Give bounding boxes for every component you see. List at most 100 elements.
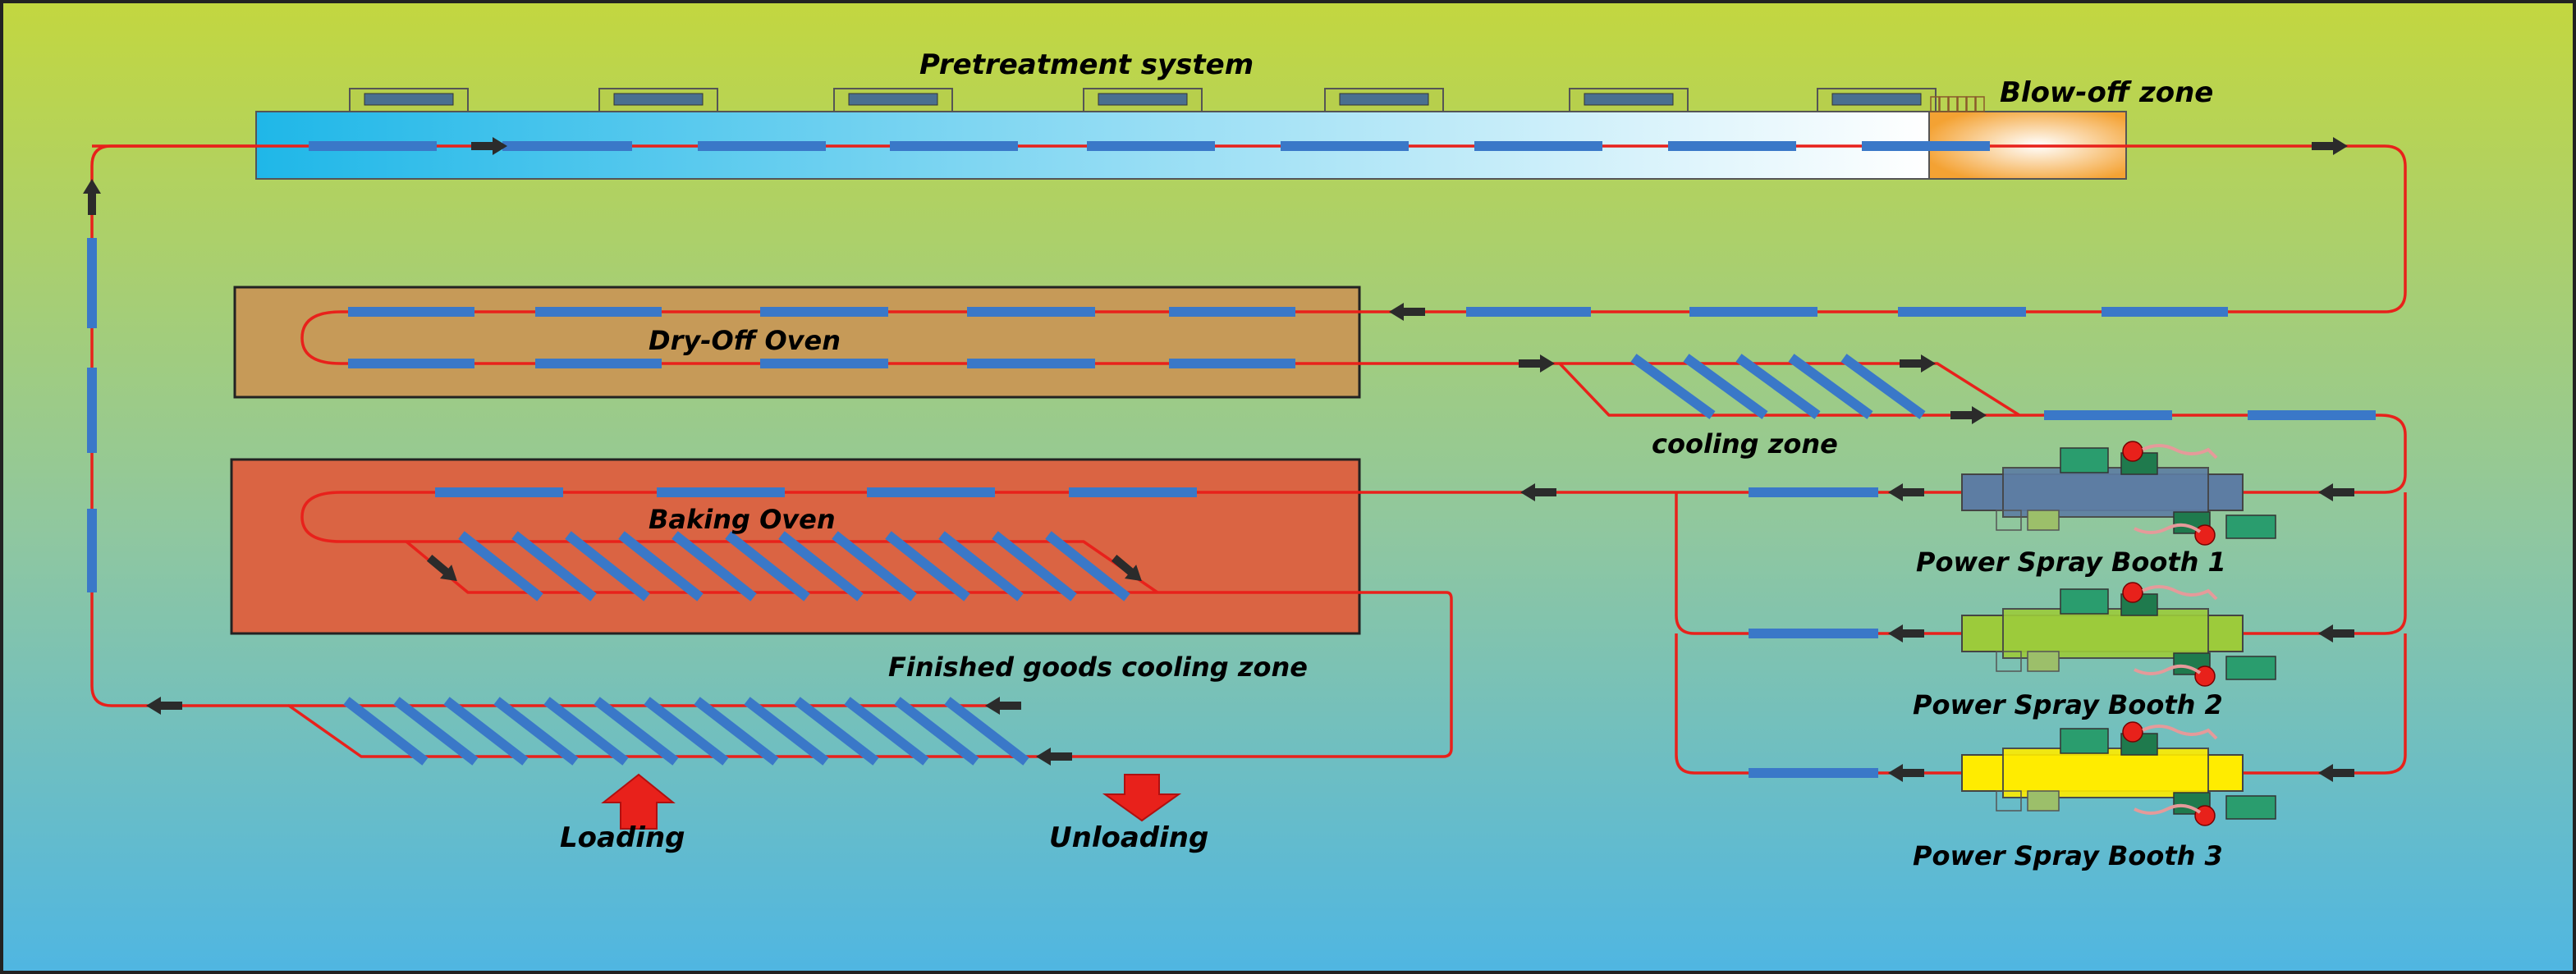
hanger-bar	[1630, 354, 1716, 419]
flow-arrow-shape	[1888, 764, 1924, 782]
flow-arrow-icon	[1900, 354, 1936, 373]
hanger-bar	[644, 697, 729, 766]
flow-arrow-icon	[1520, 483, 1556, 501]
flow-arrow-icon	[146, 697, 182, 715]
booth-grille	[1996, 510, 2022, 531]
flow-arrow-shape	[1888, 483, 1924, 501]
flow-arrow-icon	[2318, 764, 2354, 782]
hanger-bar	[1840, 354, 1926, 419]
powder-hose	[2134, 803, 2202, 815]
flow-arrow-icon	[426, 555, 457, 582]
booth-cabin	[2002, 467, 2209, 518]
powder-feed-unit	[2225, 514, 2276, 539]
powder-hose	[2134, 664, 2202, 675]
powder-feed-unit	[2060, 588, 2109, 615]
blow-off-grille-cell	[1957, 96, 1967, 112]
hanger-bar	[1683, 354, 1768, 419]
hanger-bar	[393, 697, 479, 766]
flow-arrow-shape	[2318, 764, 2354, 782]
flow-arrow-icon	[1111, 555, 1142, 582]
hanger-bar	[992, 531, 1077, 601]
flow-arrow-icon	[1888, 764, 1924, 782]
conveyor-cooling-upper	[1560, 362, 2020, 417]
exhaust-hood-vent	[613, 93, 704, 106]
flow-arrow-icon	[1519, 354, 1555, 373]
hanger-bar	[744, 697, 829, 766]
exhaust-hood-vent	[1584, 93, 1674, 106]
blow-off-grille	[1930, 96, 1985, 112]
exhaust-hood-vent	[1339, 93, 1429, 106]
powder-hose	[2142, 585, 2218, 601]
booth3-label: Power Spray Booth 3	[1913, 840, 2223, 871]
powder-feed-unit	[2225, 795, 2276, 820]
conveyor-cooling-lower	[1558, 362, 2407, 494]
dry-off-oven-label: Dry-Off Oven	[649, 325, 841, 356]
hanger-bar	[832, 531, 917, 601]
flow-arrow-icon	[1036, 748, 1072, 766]
hanger-bar	[944, 697, 1029, 766]
powder-hose	[2134, 523, 2202, 534]
exhaust-hood-vent	[848, 93, 938, 106]
spray-gun-icon	[2122, 582, 2143, 603]
booth-grille	[1996, 790, 2022, 812]
flow-arrow-shape	[985, 697, 1021, 715]
hanger-bar	[594, 697, 679, 766]
conveyor-main-loop	[1350, 144, 2407, 313]
exhaust-hood-vent	[1098, 93, 1188, 106]
blow-off-grille-cell	[1939, 96, 1949, 112]
blow-off-grille-cell	[1966, 96, 1976, 112]
flow-arrow-icon	[83, 179, 101, 215]
hangers	[87, 141, 2376, 778]
hanger-bar	[778, 531, 864, 601]
powder-feed-unit	[2060, 728, 2109, 754]
hanger-bar	[443, 697, 529, 766]
spray-gun-icon	[2194, 524, 2216, 546]
hanger-bar	[1788, 354, 1873, 419]
booth-grille	[1996, 651, 2022, 672]
booth-control-box	[2027, 651, 2060, 672]
spray-booth-2	[1961, 582, 2276, 687]
flow-arrow-shape	[2312, 137, 2348, 155]
booth-control-box	[2027, 790, 2060, 812]
flow-arrow-icon	[985, 697, 1021, 715]
hanger-bar	[343, 697, 429, 766]
flow-arrow-shape	[1036, 748, 1072, 766]
hanger-bar	[1735, 354, 1821, 419]
hanger-bar	[844, 697, 929, 766]
flow-arrow-icon	[471, 137, 507, 155]
spray-booth-1	[1961, 441, 2276, 546]
blow-off-label: Blow-off zone	[2000, 76, 2213, 109]
flow-arrow-shape	[1519, 354, 1555, 373]
flow-arrow-icon	[2318, 483, 2354, 501]
powder-feed-unit	[2060, 447, 2109, 473]
spray-booth-3	[1961, 721, 2276, 826]
hanger-bar	[511, 531, 597, 601]
hanger-bar	[618, 531, 704, 601]
blow-off-grille-cell	[1930, 96, 1940, 112]
hanger-bar	[794, 697, 879, 766]
hanger-bar	[543, 697, 629, 766]
booth-cabin	[2002, 608, 2209, 659]
flow-arrow-icon	[2318, 624, 2354, 642]
flow-arrow-shape	[1520, 483, 1556, 501]
booth1-label: Power Spray Booth 1	[1916, 546, 2226, 578]
hanger-bar	[493, 697, 579, 766]
flow-arrows	[83, 137, 2354, 782]
flow-arrow-shape	[1888, 624, 1924, 642]
spray-gun-icon	[2122, 721, 2143, 743]
loading-label: Loading	[560, 821, 685, 854]
hanger-bar	[885, 531, 970, 601]
flow-arrow-shape	[2318, 483, 2354, 501]
baking-oven-label: Baking Oven	[649, 504, 836, 535]
booth2-label: Power Spray Booth 2	[1913, 689, 2223, 720]
conveyor-baking-lower	[405, 540, 1453, 758]
spray-gun-icon	[2194, 665, 2216, 687]
flow-arrow-icon	[1389, 303, 1425, 321]
conveyor-baking-loop	[300, 491, 1359, 594]
pretreatment-label: Pretreatment system	[919, 48, 1254, 81]
flow-arrow-shape	[426, 555, 457, 582]
exhaust-hood-vent	[1831, 93, 1922, 106]
